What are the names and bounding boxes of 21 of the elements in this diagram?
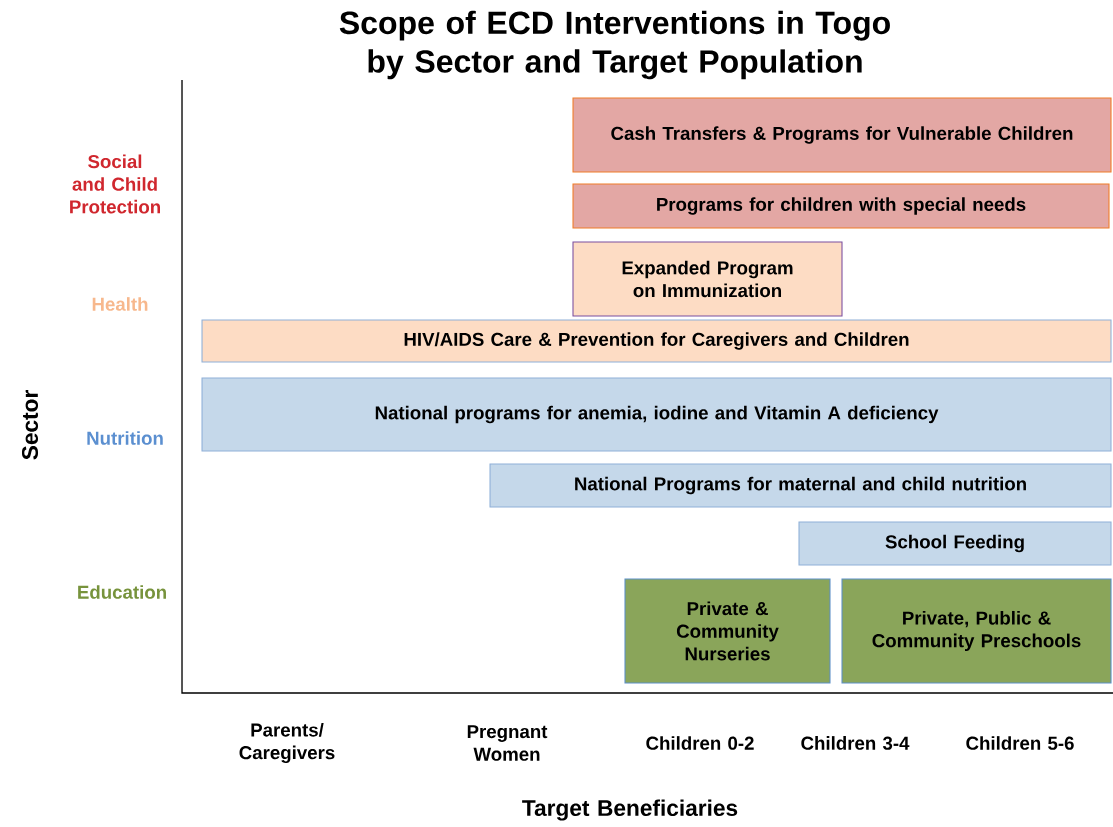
category-label: Pregnant Women [467,725,548,761]
program-box: School Feeding [798,521,1112,566]
program-box: Private, Public & Community Preschools [841,578,1112,684]
axis-title: Target Beneficiaries [522,799,738,821]
category-label: Parents/ Caregivers [239,722,335,764]
sector-label: Health [92,297,148,311]
category-label: Children 0-2 [646,736,754,750]
program-box: Expanded Program on Immunization [572,241,843,317]
sector-label: Education [78,585,166,599]
title: Scope of ECD Interventions in Togo by Sector and Target Population [339,10,890,80]
program-box: Private & Community Nurseries [624,578,831,684]
program-box: Programs for children with special needs [572,183,1110,229]
program-box: National Programs for maternal and child nutrition [489,463,1112,508]
program-box: HIV/AIDS Care & Prevention for Caregivers and Children [201,319,1112,363]
axis-title: Sector [22,390,39,460]
program-box: National programs for anemia, iodine and Vitamin A deficiency [201,377,1112,452]
program-box: Cash Transfers & Programs for Vulnerable Children [572,97,1112,173]
category-label: Children 5-6 [966,736,1074,750]
category-label: Children 3-4 [801,736,910,750]
sector-label: Nutrition [87,431,163,445]
sector-label: Social and Child Protection [70,154,160,214]
